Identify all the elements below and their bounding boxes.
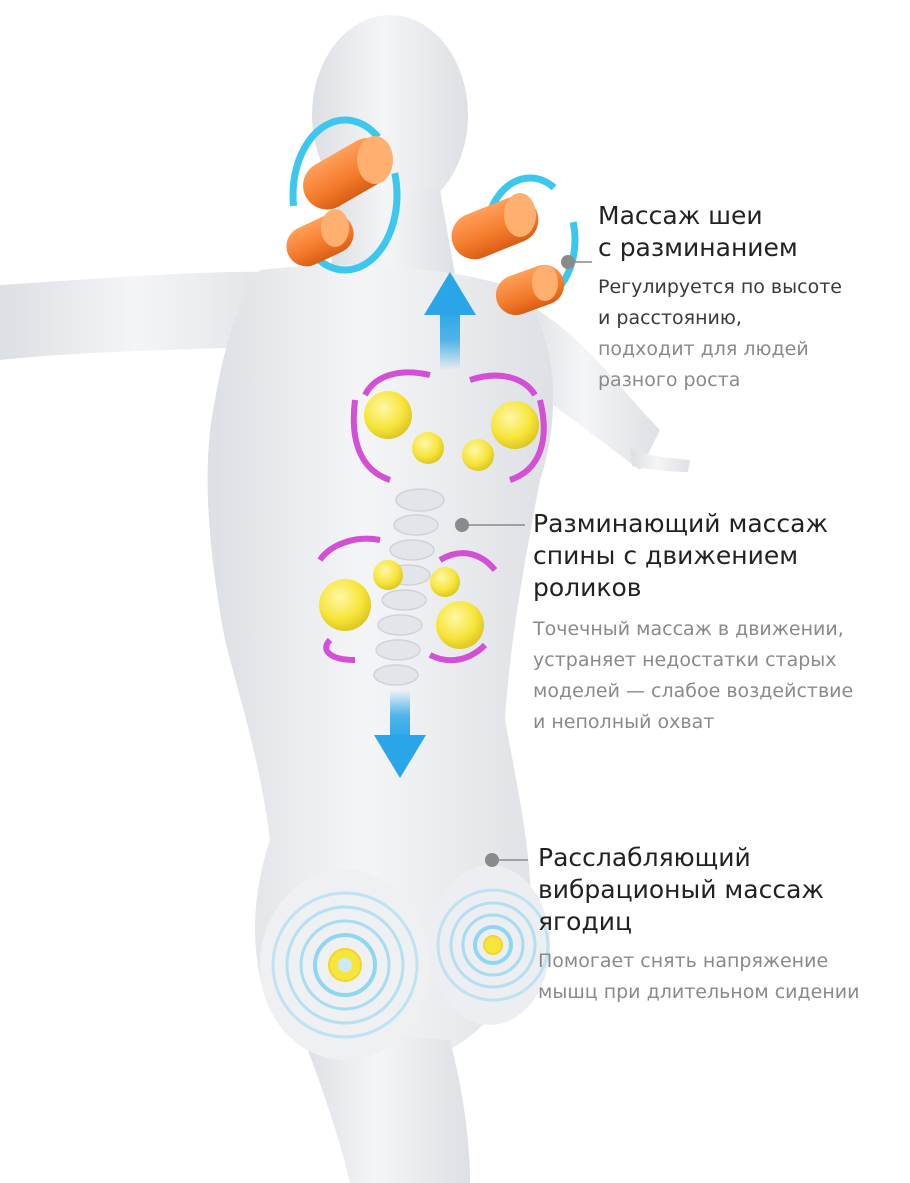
vibration-ring-icon [271, 888, 550, 1039]
callout-glutes-title: Расслабляющий вибрационый массаж ягодиц [538, 843, 824, 936]
connector-markers [455, 255, 592, 867]
callout-neck-text: Регулируется по высоте и расстоянию, под… [598, 276, 842, 391]
callout-glutes-text: Помогает снять напряжение мышц при длите… [538, 950, 860, 1003]
callout-glutes: Расслабляющий вибрационый массаж ягодиц … [538, 842, 859, 1008]
direction-arrow-icon [374, 690, 426, 778]
back-roller-icon [350, 369, 547, 483]
callout-back-title: Разминающий массаж спины с движением рол… [533, 509, 829, 602]
callout-back-text: Точечный массаж в движении, устраняет не… [533, 618, 854, 733]
neck-roller-icon [286, 116, 579, 316]
callout-neck-title: Массаж шеи с разминанием [598, 201, 798, 262]
direction-arrow-icon [424, 272, 476, 370]
back-roller-icon [317, 535, 498, 664]
callout-back: Разминающий массаж спины с движением рол… [533, 508, 853, 738]
callout-neck: Массаж шеи с разминанием Регулируется по… [598, 200, 842, 396]
